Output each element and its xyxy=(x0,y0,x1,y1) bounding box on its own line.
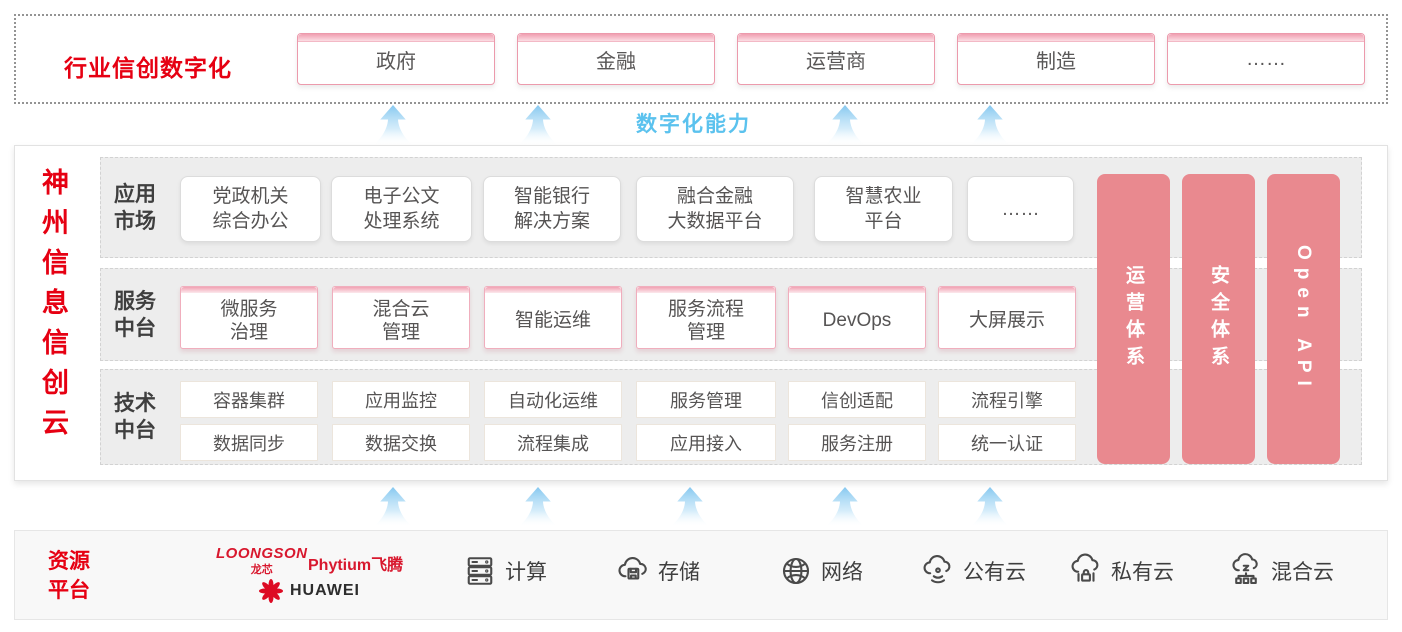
industry-box-more: …… xyxy=(1167,33,1365,85)
phytium-logo: Phytium飞腾 xyxy=(308,557,404,574)
tech-box: 统一认证 xyxy=(938,424,1076,461)
up-arrow-icon xyxy=(822,487,868,532)
industry-box-government: 政府 xyxy=(297,33,495,85)
huawei-flower-icon xyxy=(259,579,283,603)
up-arrow-icon xyxy=(967,105,1013,150)
resource-item-hybrid-cloud: 混合云 xyxy=(1228,553,1334,589)
tech-box: 数据同步 xyxy=(180,424,318,461)
private-cloud-icon xyxy=(1071,553,1099,582)
resource-item-private-cloud: 私有云 xyxy=(1068,553,1174,589)
up-arrow-icon xyxy=(515,487,561,532)
tech-box: 自动化运维 xyxy=(484,381,622,418)
sidebar-open-api: Open API xyxy=(1267,174,1340,464)
service-box: 混合云 管理 xyxy=(332,286,470,349)
resource-item-label: 计算 xyxy=(505,561,547,584)
tech-box: 应用监控 xyxy=(332,381,470,418)
tech-platform-row-label: 技术 中台 xyxy=(114,392,156,442)
resource-item-label: 网络 xyxy=(821,561,863,584)
industry-box-operator: 运营商 xyxy=(737,33,935,85)
service-box: 服务流程 管理 xyxy=(636,286,776,349)
service-box: 大屏展示 xyxy=(938,286,1076,349)
loongson-wordmark: LOONGSON xyxy=(216,545,308,562)
tech-box: 信创适配 xyxy=(788,381,926,418)
tech-box: 数据交换 xyxy=(332,424,470,461)
resource-item-public-cloud: 公有云 xyxy=(920,553,1026,589)
public-cloud-icon xyxy=(923,554,951,584)
storage-icon xyxy=(618,557,647,580)
app-market-row-label: 应用 市场 xyxy=(114,182,156,233)
resource-item-storage: 存储 xyxy=(615,553,700,589)
huawei-logo: HUAWEI xyxy=(258,578,360,604)
resource-platform-section xyxy=(14,530,1388,620)
app-box: 融合金融 大数据平台 xyxy=(636,176,794,242)
app-box: 智能银行 解决方案 xyxy=(483,176,621,242)
tech-box: 服务管理 xyxy=(636,381,776,418)
industry-section-title: 行业信创数字化 xyxy=(64,55,232,81)
up-arrow-icon xyxy=(515,105,561,150)
sidebar-operations-system: 运营体系 xyxy=(1097,174,1170,464)
up-arrow-icon xyxy=(370,105,416,150)
huawei-wordmark: HUAWEI xyxy=(290,582,360,599)
up-arrow-icon xyxy=(967,487,1013,532)
app-box-more: …… xyxy=(967,176,1074,242)
sidebar-label: 安全体系 xyxy=(1208,265,1229,373)
resource-item-label: 私有云 xyxy=(1111,561,1174,584)
sidebar-security-system: 安全体系 xyxy=(1182,174,1255,464)
up-arrow-icon xyxy=(667,487,713,532)
industry-box-finance: 金融 xyxy=(517,33,715,85)
resource-item-label: 混合云 xyxy=(1271,561,1334,584)
resource-item-network: 网络 xyxy=(778,553,863,589)
service-box: DevOps xyxy=(788,286,926,349)
industry-box-manufacturing: 制造 xyxy=(957,33,1155,85)
loongson-chinese: 龙芯 xyxy=(250,564,273,576)
tech-box: 流程集成 xyxy=(484,424,622,461)
sidebar-label: Open API xyxy=(1293,244,1314,394)
hybrid-cloud-icon xyxy=(1232,553,1258,585)
loongson-logo: LOONGSON 龙芯 xyxy=(216,545,308,577)
resource-item-compute: 计算 xyxy=(462,553,547,589)
platform-vertical-title: 神州信息信创云 xyxy=(38,168,68,448)
resource-item-label: 存储 xyxy=(658,561,700,584)
tech-box: 服务注册 xyxy=(788,424,926,461)
sidebar-label: 运营体系 xyxy=(1123,265,1144,373)
resource-item-label: 公有云 xyxy=(963,561,1026,584)
tech-box: 容器集群 xyxy=(180,381,318,418)
service-box: 微服务 治理 xyxy=(180,286,318,349)
compute-icon xyxy=(467,557,493,585)
app-box: 电子公文 处理系统 xyxy=(331,176,472,242)
app-box: 智慧农业 平台 xyxy=(814,176,953,242)
capability-label: 数字化能力 xyxy=(636,113,751,136)
service-box: 智能运维 xyxy=(484,286,622,349)
tech-box: 流程引擎 xyxy=(938,381,1076,418)
resource-platform-label: 资源 平台 xyxy=(48,550,90,602)
network-icon xyxy=(782,557,810,585)
tech-box: 应用接入 xyxy=(636,424,776,461)
up-arrow-icon xyxy=(822,105,868,150)
app-box: 党政机关 综合办公 xyxy=(180,176,321,242)
service-platform-row-label: 服务 中台 xyxy=(114,289,156,340)
up-arrow-icon xyxy=(370,487,416,532)
